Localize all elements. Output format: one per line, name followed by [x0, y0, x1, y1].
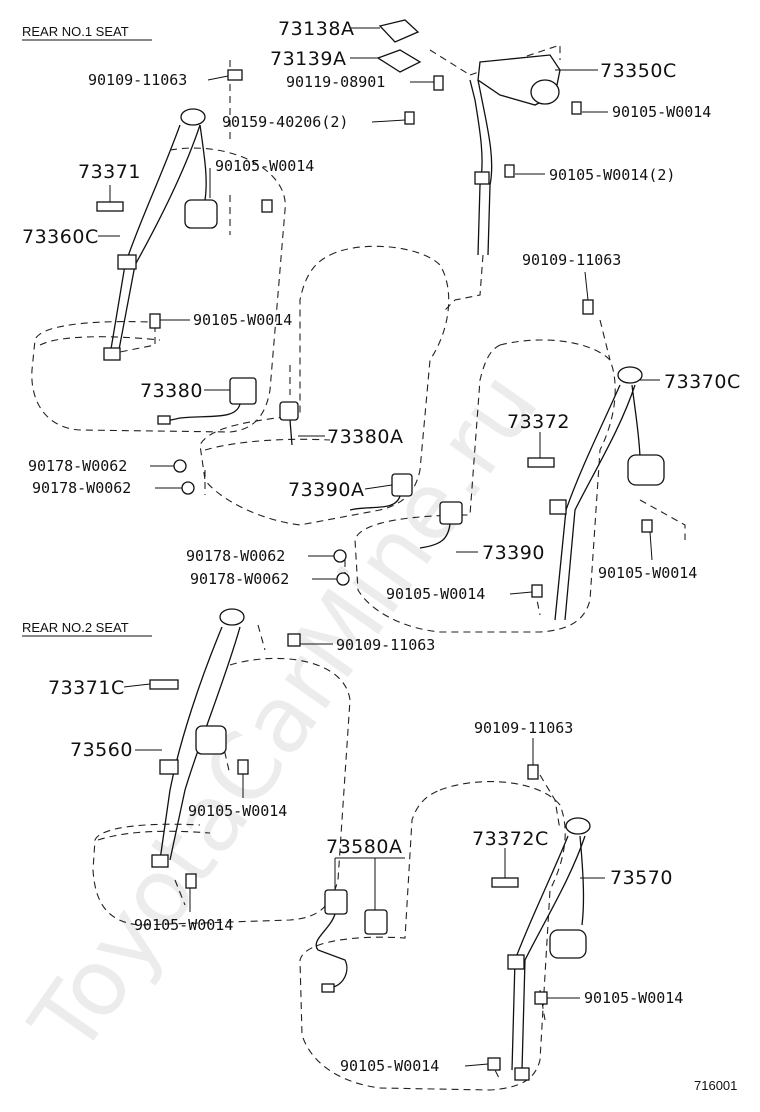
label-90178-W0062: 90178-W0062 — [32, 479, 131, 497]
label-73390A: 73390A — [288, 479, 364, 501]
label-73380: 73380 — [140, 380, 203, 402]
label-90109-11063: 90109-11063 — [336, 636, 435, 654]
label-90105-W0014: 90105-W0014 — [134, 916, 233, 934]
label-73370C: 73370C — [664, 371, 741, 393]
label-73390: 73390 — [482, 542, 545, 564]
label-73580A: 73580A — [326, 836, 402, 858]
label-90105-W0014: 90105-W0014 — [215, 157, 314, 175]
part-labels: 73138A 73139A 73350C 90109-11063 90119-0… — [22, 18, 741, 1075]
label-73350C: 73350C — [600, 60, 677, 82]
label-73371: 73371 — [78, 161, 141, 183]
label-73560: 73560 — [70, 739, 133, 761]
leader-lines — [98, 27, 660, 1067]
label-90105-W0014: 90105-W0014 — [188, 802, 287, 820]
label-73139A: 73139A — [270, 48, 346, 70]
label-90159-40206: 90159-40206(2) — [222, 113, 348, 131]
label-73372C: 73372C — [472, 828, 549, 850]
label-90105-W0014: 90105-W0014 — [193, 311, 292, 329]
label-90105-W0014: 90105-W0014 — [386, 585, 485, 603]
label-90105-W0014: 90105-W0014 — [340, 1057, 439, 1075]
label-73570: 73570 — [610, 867, 673, 889]
label-73138A: 73138A — [278, 18, 354, 40]
label-90109-11063: 90109-11063 — [522, 251, 621, 269]
label-90105-W0014: 90105-W0014 — [612, 103, 711, 121]
label-90105-W0014-2: 90105-W0014(2) — [549, 166, 675, 184]
section-title-rear-no1: REAR NO.1 SEAT — [22, 24, 129, 39]
label-90109-11063: 90109-11063 — [88, 71, 187, 89]
label-90178-W0062: 90178-W0062 — [190, 570, 289, 588]
label-90105-W0014: 90105-W0014 — [584, 989, 683, 1007]
label-73371C: 73371C — [48, 677, 125, 699]
label-90105-W0014: 90105-W0014 — [598, 564, 697, 582]
section-title-rear-no2: REAR NO.2 SEAT — [22, 620, 129, 635]
label-90178-W0062: 90178-W0062 — [186, 547, 285, 565]
parts — [96, 19, 665, 1081]
figure-id: 716001 — [694, 1078, 737, 1093]
label-90109-11063: 90109-11063 — [474, 719, 573, 737]
label-73380A: 73380A — [327, 426, 403, 448]
label-73372: 73372 — [507, 411, 570, 433]
label-90178-W0062: 90178-W0062 — [28, 457, 127, 475]
label-90119-08901: 90119-08901 — [286, 73, 385, 91]
label-73360C: 73360C — [22, 226, 99, 248]
